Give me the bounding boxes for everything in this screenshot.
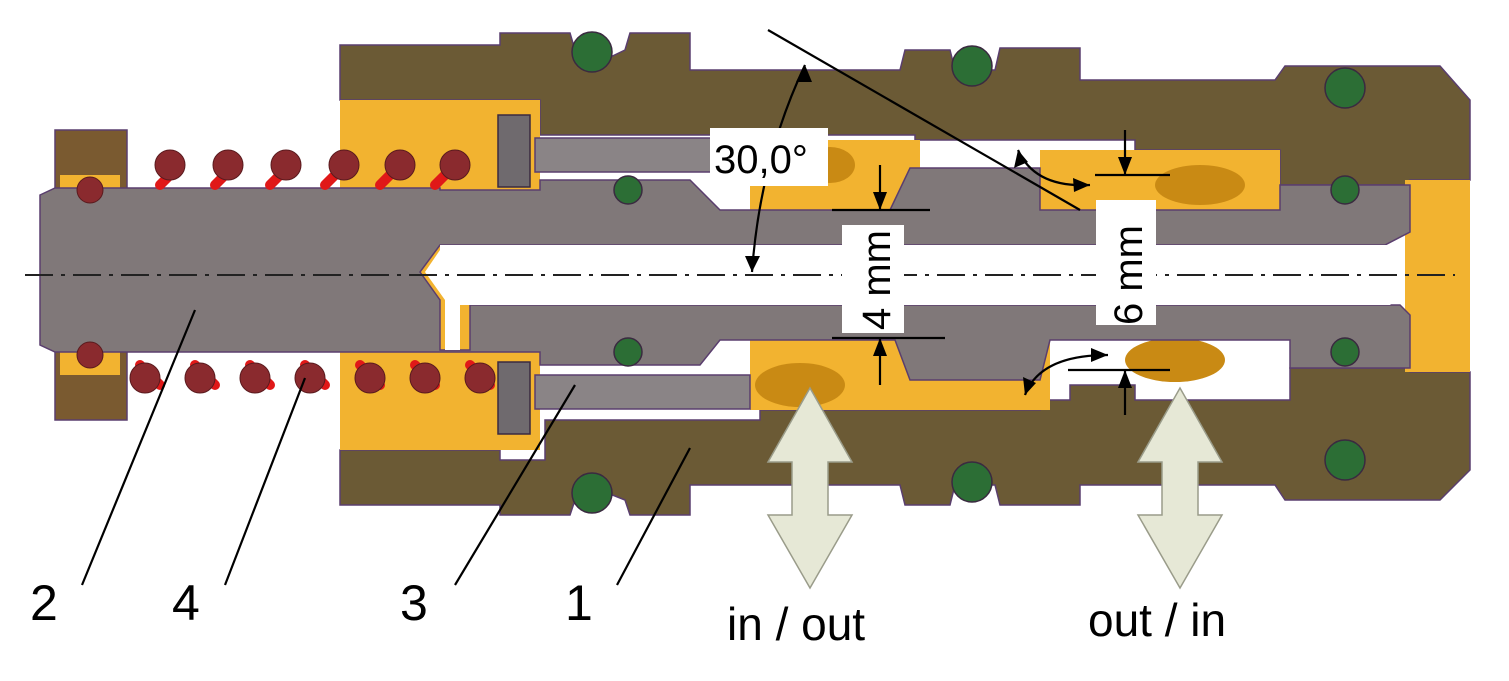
flow-arrow-left (766, 386, 854, 590)
sleeve-flange-bottom (497, 361, 531, 435)
part-label-4: 4 (172, 575, 200, 631)
shaft (39, 167, 1411, 381)
angle-label: 30,0° (714, 138, 808, 182)
part-label-1: 1 (565, 575, 593, 631)
dimension-4mm-label: 4 mm (855, 230, 899, 330)
part-label-2: 2 (30, 575, 58, 631)
rotation-arrow-top (1014, 149, 1091, 192)
leader-lines (80, 309, 691, 586)
flow-label-out-in: out / in (1088, 594, 1226, 646)
flow-arrow-right (1136, 386, 1224, 590)
dimension-6mm (1068, 130, 1170, 415)
port-hole-bottom-left (755, 363, 845, 407)
sleeve-flange-top (497, 114, 531, 188)
o-rings (571, 31, 1366, 514)
port-hole-bottom-right (1125, 338, 1225, 382)
flow-label-in-out: in / out (727, 598, 865, 650)
dimension-4mm (832, 165, 945, 385)
spring (76, 149, 496, 394)
port-hole-top-right (1155, 165, 1245, 205)
rotation-arrow-bottom (1023, 348, 1109, 396)
part-label-3: 3 (400, 575, 428, 631)
shaft-bore (425, 245, 1405, 350)
dimension-6mm-label: 6 mm (1107, 225, 1151, 325)
sleeve-bottom (534, 374, 751, 410)
